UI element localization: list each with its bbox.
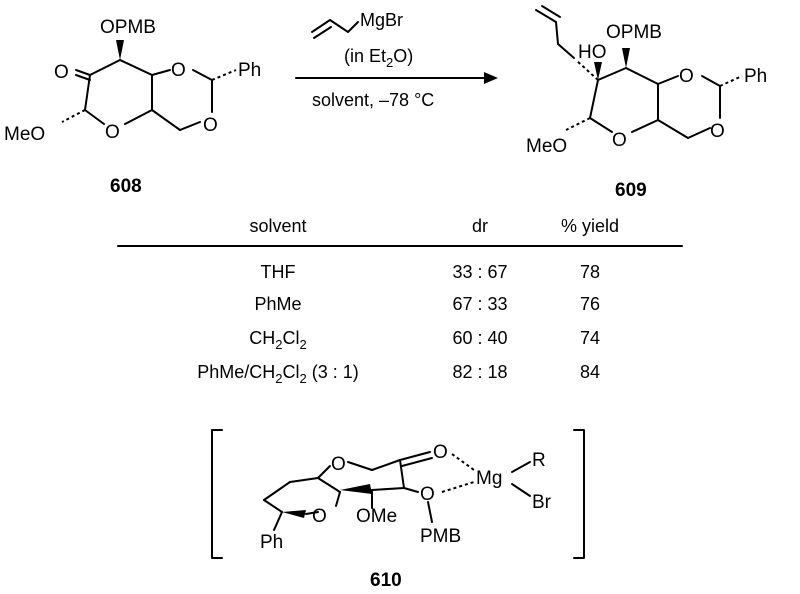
compound-608: OPMB O O Ph MeO O O 608 [4,17,261,197]
compound-609: HO OPMB O Ph MeO O O 609 [526,5,767,201]
atom-o-ring1: O [171,60,186,81]
results-table: solvent dr % yield THF 33 : 67 78 PhMe 6… [117,216,683,386]
atom-ph: Ph [238,60,261,81]
table-row: THF 33 : 67 78 [261,262,601,282]
compound-label-608: 608 [110,176,142,197]
compound-610: O Mg R Br O O OMe O Ph PMB 610 [211,429,585,591]
atom-o-top: O [433,442,448,463]
cell-yield: 84 [580,362,600,382]
atom-br: Br [532,492,552,513]
header-yield: % yield [561,216,619,236]
atom-ph: Ph [260,532,283,553]
atom-r: R [532,450,546,471]
reaction-arrow-group: MgBr (in Et2O) solvent, –78 °C [295,10,498,110]
cell-dr: 67 : 33 [452,294,507,314]
atom-o-acetal: O [312,506,327,527]
atom-o-ring3: O [710,121,725,142]
atom-opmb: OPMB [606,22,662,43]
atom-o-ring1: O [679,66,694,87]
atom-opmb: OPMB [100,17,156,38]
atom-pmb: PMB [420,526,461,547]
conditions-label: solvent, –78 °C [312,90,434,110]
atom-meo: MeO [4,124,45,145]
cell-yield: 76 [580,294,600,314]
cell-dr: 33 : 67 [452,262,507,282]
table-row: PhMe 67 : 33 76 [254,294,600,314]
cell-yield: 74 [580,328,600,348]
atom-meo: MeO [526,136,567,157]
atom-o-ring: O [331,454,346,475]
atom-ph: Ph [744,66,767,87]
reagent-label: MgBr [360,10,403,30]
cell-solvent: PhMe/CH2Cl2 (3 : 1) [197,362,359,386]
cell-solvent: THF [261,262,296,282]
atom-mg: Mg [476,468,502,489]
cell-solvent: PhMe [254,294,301,314]
bracket-right [573,429,585,559]
atom-ho: HO [578,42,607,63]
cell-dr: 60 : 40 [452,328,507,348]
header-dr: dr [472,216,488,236]
cell-solvent: CH2Cl2 [249,328,306,352]
cell-dr: 82 : 18 [452,362,507,382]
compound-label-609: 609 [615,180,647,201]
atom-o-pmb: O [420,484,435,505]
header-solvent: solvent [249,216,306,236]
cell-yield: 78 [580,262,600,282]
atom-oxo: O [54,62,69,83]
table-row: PhMe/CH2Cl2 (3 : 1) 82 : 18 84 [197,362,600,386]
atom-o-ring2: O [105,122,120,143]
bracket-left [211,429,223,559]
reagent-solvent-note: (in Et2O) [344,46,413,70]
atom-ome: OMe [356,506,397,527]
atom-o-ring2: O [612,130,627,151]
arrow-head [484,72,498,84]
compound-label-610: 610 [370,570,402,591]
table-row: CH2Cl2 60 : 40 74 [249,328,600,352]
atom-o-ring3: O [203,115,218,136]
